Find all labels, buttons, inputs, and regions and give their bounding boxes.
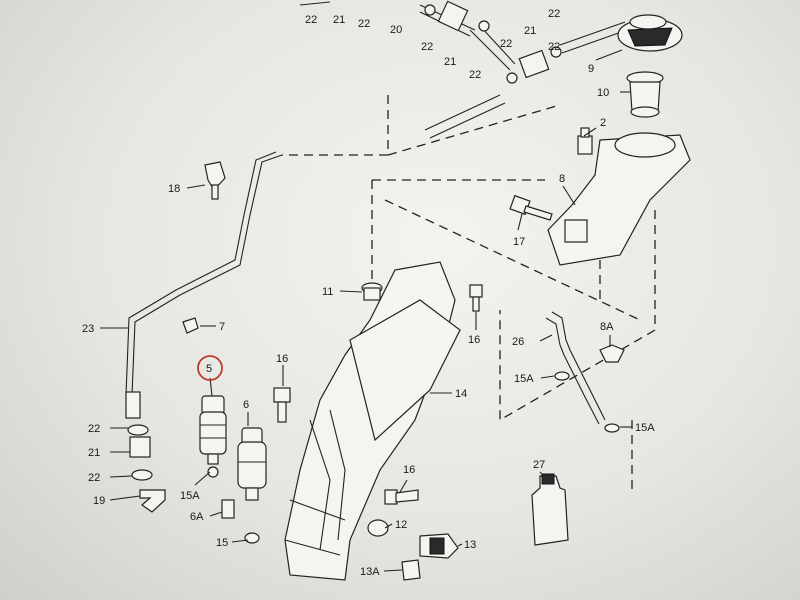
callout-22: 22 [88, 472, 100, 484]
callout-labels: 22 21 22 20 22 21 22 22 21 22 22 9 10 2 … [82, 8, 655, 578]
callout-9: 9 [588, 63, 594, 75]
callout-27: 27 [533, 459, 545, 471]
filler-cap [617, 14, 683, 52]
callout-17: 17 [513, 236, 525, 248]
fluid-bottle-27 [531, 473, 569, 546]
callout-22: 22 [305, 14, 317, 26]
plug-part-13A [401, 559, 421, 581]
callout-6A: 6A [190, 511, 204, 523]
bolt-part-17 [509, 194, 553, 221]
callout-15A: 15A [514, 373, 534, 385]
callout-13: 13 [464, 539, 476, 551]
filler-neck [547, 132, 691, 266]
callout-20: 20 [390, 24, 402, 36]
callout-15: 15 [216, 537, 228, 549]
callout-13A: 13A [360, 566, 380, 578]
highlighted-callout-5: 5 [206, 363, 212, 375]
callout-8A: 8A [600, 321, 614, 333]
grommet-part-12 [367, 519, 389, 537]
callout-23: 23 [82, 323, 94, 335]
callout-21: 21 [524, 25, 536, 37]
assembly-outline [282, 95, 656, 490]
clip-part-7 [182, 317, 199, 334]
callout-21: 21 [444, 56, 456, 68]
washer-reservoir [284, 261, 461, 581]
grommet-part-11 [361, 282, 383, 301]
upper-hose-assembly [299, 0, 628, 139]
callout-22: 22 [421, 41, 433, 53]
callout-22: 22 [358, 18, 370, 30]
callout-21: 21 [333, 14, 345, 26]
callout-15A: 15A [635, 422, 655, 434]
plug-part-6A [221, 499, 235, 519]
callout-22: 22 [469, 69, 481, 81]
leader-lines [100, 49, 632, 572]
callout-15A: 15A [180, 490, 200, 502]
callout-16: 16 [403, 464, 415, 476]
bolt-part-16-right [384, 489, 419, 505]
clip-part-18 [204, 161, 226, 200]
callout-18: 18 [168, 183, 180, 195]
callout-10: 10 [597, 87, 609, 99]
callout-22: 22 [500, 38, 512, 50]
washer-pump-5 [199, 395, 227, 478]
callout-6: 6 [243, 399, 249, 411]
filler-strainer [626, 71, 664, 118]
level-sensor-26 [545, 311, 620, 433]
callout-16: 16 [276, 353, 288, 365]
seal-part-15 [244, 532, 260, 544]
hose-part-23 [125, 151, 283, 396]
callout-11: 11 [322, 286, 333, 298]
hose-segment-left [125, 391, 166, 513]
highlight-circle [197, 355, 223, 381]
bolt-part-16-upper [469, 284, 483, 312]
callout-22: 22 [548, 8, 560, 20]
callout-21: 21 [88, 447, 100, 459]
callout-12: 12 [395, 519, 407, 531]
callout-16: 16 [468, 334, 480, 346]
bolt-part-16-left [273, 387, 291, 423]
callout-22: 22 [88, 423, 100, 435]
washer-pump-6 [237, 427, 267, 501]
callout-22: 22 [548, 41, 560, 53]
callout-14: 14 [455, 388, 467, 400]
connector-part-13 [419, 533, 459, 559]
grommet-part-8A [599, 344, 625, 363]
callout-8: 8 [559, 173, 565, 185]
callout-2: 2 [600, 117, 606, 129]
callout-19: 19 [93, 495, 105, 507]
callout-7: 7 [219, 321, 225, 333]
callout-26: 26 [512, 336, 524, 348]
